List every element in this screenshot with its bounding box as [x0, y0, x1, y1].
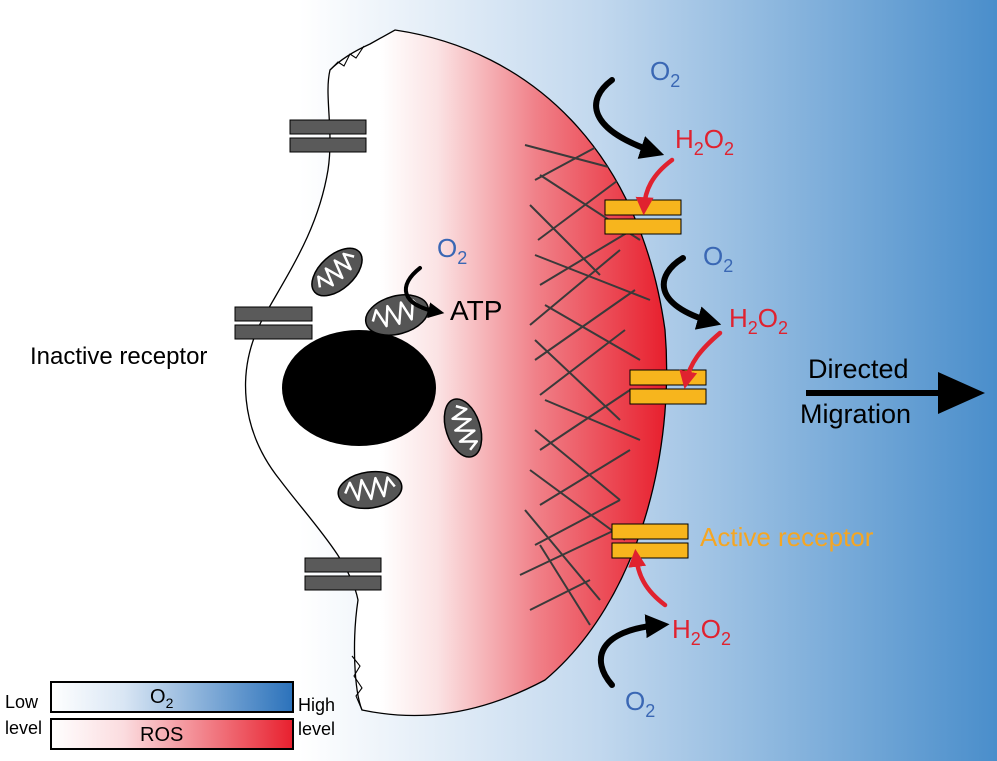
mitochondrion-4 [337, 470, 403, 510]
inactive-receptor-2 [234, 306, 313, 340]
cell-ragged-edge-bottom [351, 655, 363, 711]
legend: O2 ROS Low level High level [5, 681, 335, 750]
cell-ragged-edge-top [329, 45, 365, 71]
h2o2-label-3: H2O2 [672, 614, 731, 649]
directed-migration-arrow-head [938, 372, 985, 414]
h2o2-to-receptor-arrow-2 [679, 330, 723, 390]
o2-to-h2o2-arrow-2 [660, 255, 722, 330]
legend-high-level-label: level [298, 719, 335, 739]
active-receptor-label: Active receptor [700, 522, 874, 552]
o2-label-2: O2 [703, 241, 733, 276]
legend-ros-label: ROS [140, 724, 183, 746]
directed-migration-label-line1: Directed [808, 354, 909, 384]
mitochondrion-3 [443, 398, 483, 458]
nucleus [282, 330, 436, 446]
h2o2-label-2: H2O2 [729, 303, 788, 338]
inactive-receptor-1 [289, 119, 367, 153]
o2-to-atp-arrow [403, 266, 445, 319]
legend-ros-bar [50, 718, 294, 750]
cell [244, 29, 668, 717]
o2-label-3: O2 [625, 686, 655, 721]
legend-high-label: High [298, 695, 335, 715]
mitochondrion-1 [311, 247, 363, 297]
legend-low-level-label: level [5, 718, 42, 738]
atp-label: ATP [450, 295, 502, 326]
h2o2-to-receptor-arrow-1 [635, 157, 675, 216]
legend-o2-bar [50, 681, 294, 713]
inactive-receptor-3 [304, 557, 382, 591]
cell-membrane [244, 29, 668, 717]
inactive-receptor-label: Inactive receptor [30, 343, 207, 370]
h2o2-to-receptor-arrow-3 [628, 548, 668, 608]
o2-to-h2o2-arrow-1 [593, 77, 665, 159]
o2-to-h2o2-arrow-3 [597, 614, 670, 688]
actin-mesh [519, 144, 651, 626]
h2o2-label-1: H2O2 [675, 124, 734, 159]
mitochondrion-2 [364, 294, 430, 336]
legend-o2-label: O2 [150, 686, 174, 711]
o2-label-1: O2 [650, 56, 680, 91]
legend-low-label: Low [5, 692, 39, 712]
o2-label-mito: O2 [437, 233, 467, 268]
directed-migration-label-line2: Migration [800, 399, 911, 429]
